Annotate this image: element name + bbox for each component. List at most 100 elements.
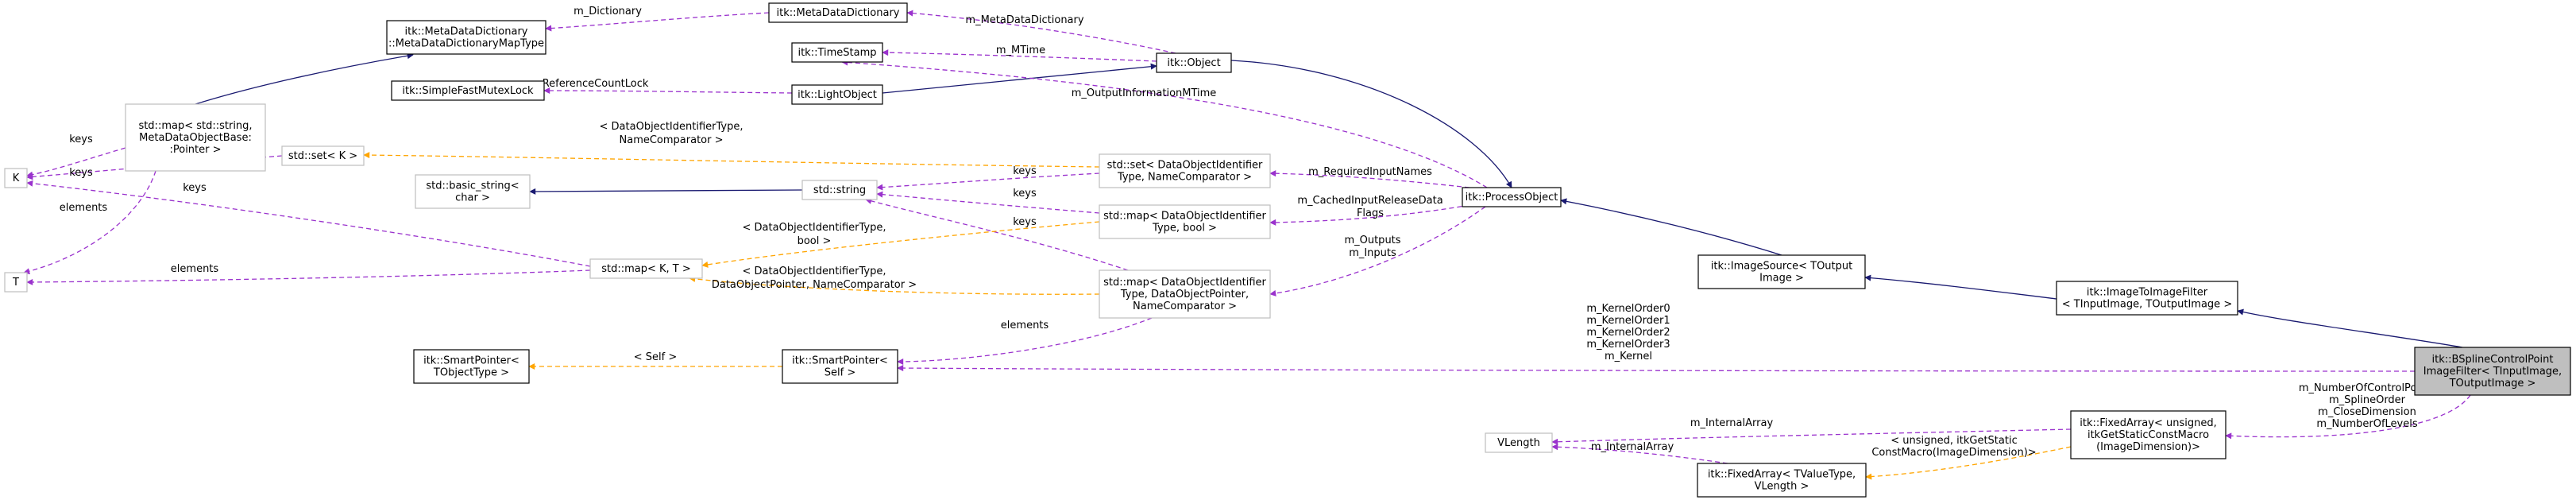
node-label: itk::ImageToImageFilter <box>2087 287 2208 299</box>
edges-layer: m_Dictionarym_MetaDataDictionarym_MTimem… <box>23 6 2471 480</box>
node-label: MetaDataObjectBase: <box>139 132 252 144</box>
edge-label: m_ReferenceCountLock <box>527 78 649 90</box>
edge-line <box>897 365 2416 372</box>
node-label: std::string <box>813 184 866 196</box>
node-label: Type, NameComparator > <box>1117 172 1252 184</box>
edge-line <box>906 10 1176 54</box>
node-box <box>4 272 28 293</box>
node-label: itk::MetaDataDictionary <box>777 7 900 19</box>
edge-timestamp-processobject: m_OutputInformationMTime <box>841 59 1488 188</box>
edge-vlength-fixedunsigned: m_InternalArray <box>1551 417 2072 445</box>
edge-string-setdoi: keys <box>876 165 1100 191</box>
class-node-imagesource[interactable]: itk::ImageSource< TOutputImage > <box>1697 254 1866 289</box>
node-box <box>1099 153 1271 188</box>
node-label: itk::Object <box>1167 57 1220 69</box>
class-node-K[interactable]: K <box>4 168 28 188</box>
node-label: < TInputImage, TOutputImage > <box>2062 299 2232 311</box>
class-node-stdstring[interactable]: std::string <box>801 180 878 200</box>
edge-line <box>2237 308 2463 348</box>
class-node-T[interactable]: T <box>4 272 28 293</box>
edge-label: elements <box>1001 320 1049 331</box>
class-node-vlength[interactable]: VLength <box>1485 432 1553 453</box>
class-node-timestamp[interactable]: itk::TimeStamp <box>791 42 883 63</box>
node-box <box>791 84 883 105</box>
node-label: ImageFilter< TInputImage, <box>2423 366 2562 378</box>
node-label: VLength > <box>1755 481 1809 493</box>
edge-label: < DataObjectIdentifierType, <box>743 266 886 277</box>
class-node-processobject[interactable]: itk::ProcessObject <box>1462 187 1562 207</box>
node-label: std::set< K > <box>288 150 357 162</box>
nodes-layer: itk::MetaDataDictionary::MetaDataDiction… <box>4 2 2571 498</box>
node-box <box>1156 52 1232 73</box>
node-label: std::basic_string< <box>426 180 519 192</box>
class-node-stdmap-kt[interactable]: std::map< K, T > <box>589 258 703 279</box>
node-box <box>1462 187 1562 207</box>
edge-stdset-doi-tpl: < DataObjectIdentifierType,NameComparato… <box>363 121 1100 168</box>
edge-label: DataObjectPointer, NameComparator > <box>712 279 917 291</box>
edge-label: m_KernelOrder2 <box>1586 327 1670 339</box>
class-node-metadatadict[interactable]: itk::MetaDataDictionary <box>768 2 908 23</box>
class-node-stdmap-doi-bool[interactable]: std::map< DataObjectIdentifierType, bool… <box>1099 204 1271 239</box>
class-node-basic-string[interactable]: std::basic_string<char > <box>415 174 531 209</box>
class-node-metadatadict-maptype[interactable]: itk::MetaDataDictionary::MetaDataDiction… <box>386 20 546 55</box>
class-node-stdset-k[interactable]: std::set< K > <box>281 145 365 166</box>
edge-line <box>1560 198 1782 256</box>
node-label: std::map< DataObjectIdentifier <box>1103 211 1266 223</box>
edge-k-mapkt: keys <box>26 180 591 267</box>
edge-t-mapkt: elements <box>26 263 591 285</box>
class-node-lightobject[interactable]: itk::LightObject <box>791 84 883 105</box>
class-node-stdset-doi[interactable]: std::set< DataObjectIdentifierType, Name… <box>1099 153 1271 188</box>
edge-line <box>195 52 414 105</box>
node-label: K <box>13 172 20 184</box>
class-node-stdmap-doi-ptr[interactable]: std::map< DataObjectIdentifierType, Data… <box>1099 269 1271 319</box>
edge-timestamp-object: m_MTime <box>882 45 1157 62</box>
edge-lightobject-object <box>882 63 1157 94</box>
edge-label: ConstMacro(ImageDimension)> <box>1871 447 2036 459</box>
edge-line <box>689 275 1100 295</box>
edge-label: keys <box>1013 165 1037 177</box>
node-box <box>413 349 530 384</box>
edge-smartptr-tpl: < Self > <box>528 351 782 370</box>
edge-line <box>1865 446 2072 480</box>
node-label: itk::BSplineControlPoint <box>2432 354 2554 366</box>
edge-label: < DataObjectIdentifierType, <box>743 222 886 234</box>
node-box <box>281 145 365 166</box>
node-box <box>4 168 28 188</box>
class-node-fixedarray-tvalue[interactable]: itk::FixedArray< TValueType,VLength > <box>1697 463 1867 498</box>
edge-string-mapptr: keys <box>865 198 1129 271</box>
class-node-smartptr-objtype[interactable]: itk::SmartPointer<TObjectType > <box>413 349 530 384</box>
edge-imagesource-imagetoimage <box>1864 274 2057 300</box>
edge-label: m_MetaDataDictionary <box>965 14 1083 26</box>
edge-label: m_KernelOrder0 <box>1586 303 1670 315</box>
node-box <box>391 80 545 101</box>
node-label: itk::SmartPointer< <box>792 355 888 367</box>
node-label: T <box>12 277 19 289</box>
class-node-fastmutexlock[interactable]: itk::SimpleFastMutexLock <box>391 80 545 101</box>
node-box <box>1697 254 1866 289</box>
edge-label: keys <box>69 134 93 145</box>
edge-setdoi-processobject: m_RequiredInputNames <box>1269 166 1470 188</box>
class-node-smartptr-self[interactable]: itk::SmartPointer<Self > <box>782 349 898 384</box>
edge-t-metamap: elements <box>23 170 156 275</box>
node-label: itk::TimeStamp <box>798 47 876 59</box>
edge-metamap-maptype <box>195 52 414 105</box>
edge-label: m_Outputs <box>1344 234 1400 246</box>
class-node-fixedarray-unsigned[interactable]: itk::FixedArray< unsigned,itkGetStaticCo… <box>2070 410 2226 459</box>
node-label: std::set< DataObjectIdentifier <box>1107 160 1263 172</box>
node-label: itk::SmartPointer< <box>423 355 519 367</box>
node-label: itk::ImageSource< TOutput <box>1711 261 1852 273</box>
node-label: NameComparator > <box>1133 300 1237 312</box>
edge-label: m_MTime <box>996 45 1045 56</box>
class-node-imagetoimagefilter[interactable]: itk::ImageToImageFilter< TInputImage, TO… <box>2056 281 2238 316</box>
node-label: ::MetaDataDictionaryMapType <box>388 38 544 50</box>
edge-label: keys <box>183 182 207 194</box>
edge-dict-object: m_MetaDataDictionary <box>906 10 1176 54</box>
node-label: Type, DataObjectPointer, <box>1120 289 1249 300</box>
edge-line <box>543 87 793 95</box>
edge-label: m_InternalArray <box>1690 417 1774 429</box>
class-node-object[interactable]: itk::Object <box>1156 52 1232 73</box>
class-node-stdmap-meta[interactable]: std::map< std::string,MetaDataObjectBase… <box>125 103 266 172</box>
